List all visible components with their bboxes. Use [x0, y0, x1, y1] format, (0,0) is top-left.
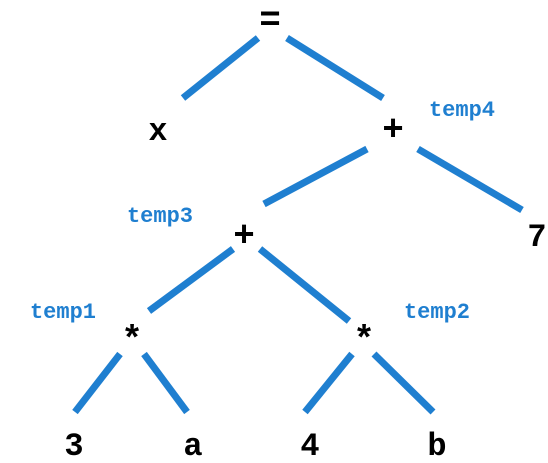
edge-mul-left-to-a [141, 351, 190, 415]
temp-label-temp4: temp4 [429, 98, 495, 123]
node-b: b [427, 428, 446, 463]
node-three: 3 [64, 428, 83, 463]
node-plus-mid: + [233, 216, 255, 257]
node-mul-left: * [121, 320, 143, 361]
edge-mul-right-to-four [302, 351, 355, 415]
node-a: a [183, 428, 202, 463]
temp-label-temp1: temp1 [30, 300, 96, 325]
node-x: x [148, 113, 167, 150]
node-seven: 7 [527, 219, 546, 256]
node-plus-top: + [382, 110, 404, 151]
temp-label-temp2: temp2 [404, 300, 470, 325]
edge-mul-left-to-three [72, 351, 123, 415]
temp-label-temp3: temp3 [127, 204, 193, 229]
edge-assign-to-plus-top [285, 35, 385, 101]
edge-plus-mid-to-mul-right [257, 246, 352, 324]
edge-plus-top-to-seven [416, 145, 524, 214]
edge-mul-right-to-b [371, 351, 436, 415]
node-four: 4 [300, 428, 319, 463]
node-mul-right: * [353, 320, 375, 361]
tree-edges [72, 35, 524, 415]
node-assign: = [259, 0, 281, 41]
edge-assign-to-x [180, 35, 261, 101]
edge-plus-top-to-plus-mid [262, 145, 369, 208]
edge-plus-mid-to-mul-left [146, 246, 236, 314]
